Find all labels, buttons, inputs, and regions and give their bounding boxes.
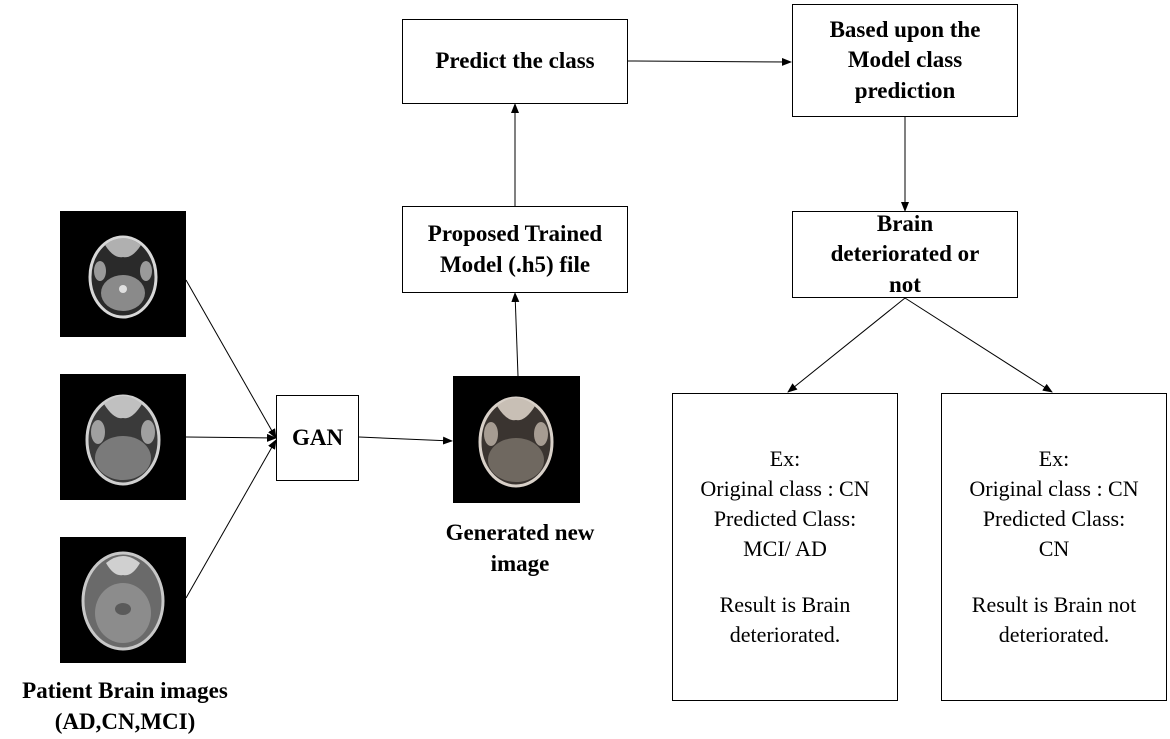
arrow-gan-to-generated xyxy=(358,436,453,445)
arrow-scan2-to-gan xyxy=(185,433,277,442)
based-upon-box: Based upon the Model class prediction xyxy=(792,4,1018,117)
example-left-ex: Ex: xyxy=(769,446,801,472)
gan-box: GAN xyxy=(276,395,359,481)
example-right-original: Original class : CN xyxy=(969,476,1139,502)
example-right-predicted-value: CN xyxy=(1038,536,1070,561)
brain-scan-1-icon xyxy=(60,211,186,337)
deteriorated-box: Brain deteriorated or not xyxy=(792,211,1018,298)
generated-image-label: Generated new image xyxy=(445,520,595,576)
arrow-scan1-to-gan xyxy=(185,279,277,439)
predict-class-box: Predict the class xyxy=(402,19,628,104)
trained-model-box: Proposed Trained Model (.h5) file xyxy=(402,206,628,293)
based-upon-label: Based upon the Model class prediction xyxy=(829,16,981,103)
arrow-deteriorated-to-left xyxy=(787,297,906,393)
arrow-predict-to-based xyxy=(626,57,792,66)
gan-label: GAN xyxy=(291,424,344,450)
trained-model-label: Proposed Trained Model (.h5) file xyxy=(427,221,603,277)
example-left-predicted-value: MCI/ AD xyxy=(743,536,827,561)
example-left-result: Result is Brain deteriorated. xyxy=(719,591,851,647)
example-left-predicted-label: Predicted Class: xyxy=(713,506,857,532)
example-right-box: Ex: Original class : CN Predicted Class:… xyxy=(941,393,1167,701)
arrow-generated-to-model xyxy=(511,292,520,377)
example-right-ex: Ex: xyxy=(1038,446,1070,472)
deteriorated-label: Brain deteriorated or not xyxy=(830,210,980,297)
arrow-deteriorated-to-right xyxy=(904,297,1053,393)
example-right-result: Result is Brain not deteriorated. xyxy=(971,591,1137,647)
generated-brain-scan-icon xyxy=(453,376,580,503)
brain-scan-3-icon xyxy=(60,537,186,663)
arrow-scan3-to-gan xyxy=(185,439,277,599)
predict-class-label: Predict the class xyxy=(435,48,595,74)
brain-scan-2-icon xyxy=(60,374,186,500)
example-left-box: Ex: Original class : CN Predicted Class:… xyxy=(672,393,898,701)
patient-images-label: Patient Brain images (AD,CN,MCI) xyxy=(22,678,228,734)
example-left-original: Original class : CN xyxy=(700,476,870,502)
example-right-predicted-label: Predicted Class: xyxy=(982,506,1126,532)
